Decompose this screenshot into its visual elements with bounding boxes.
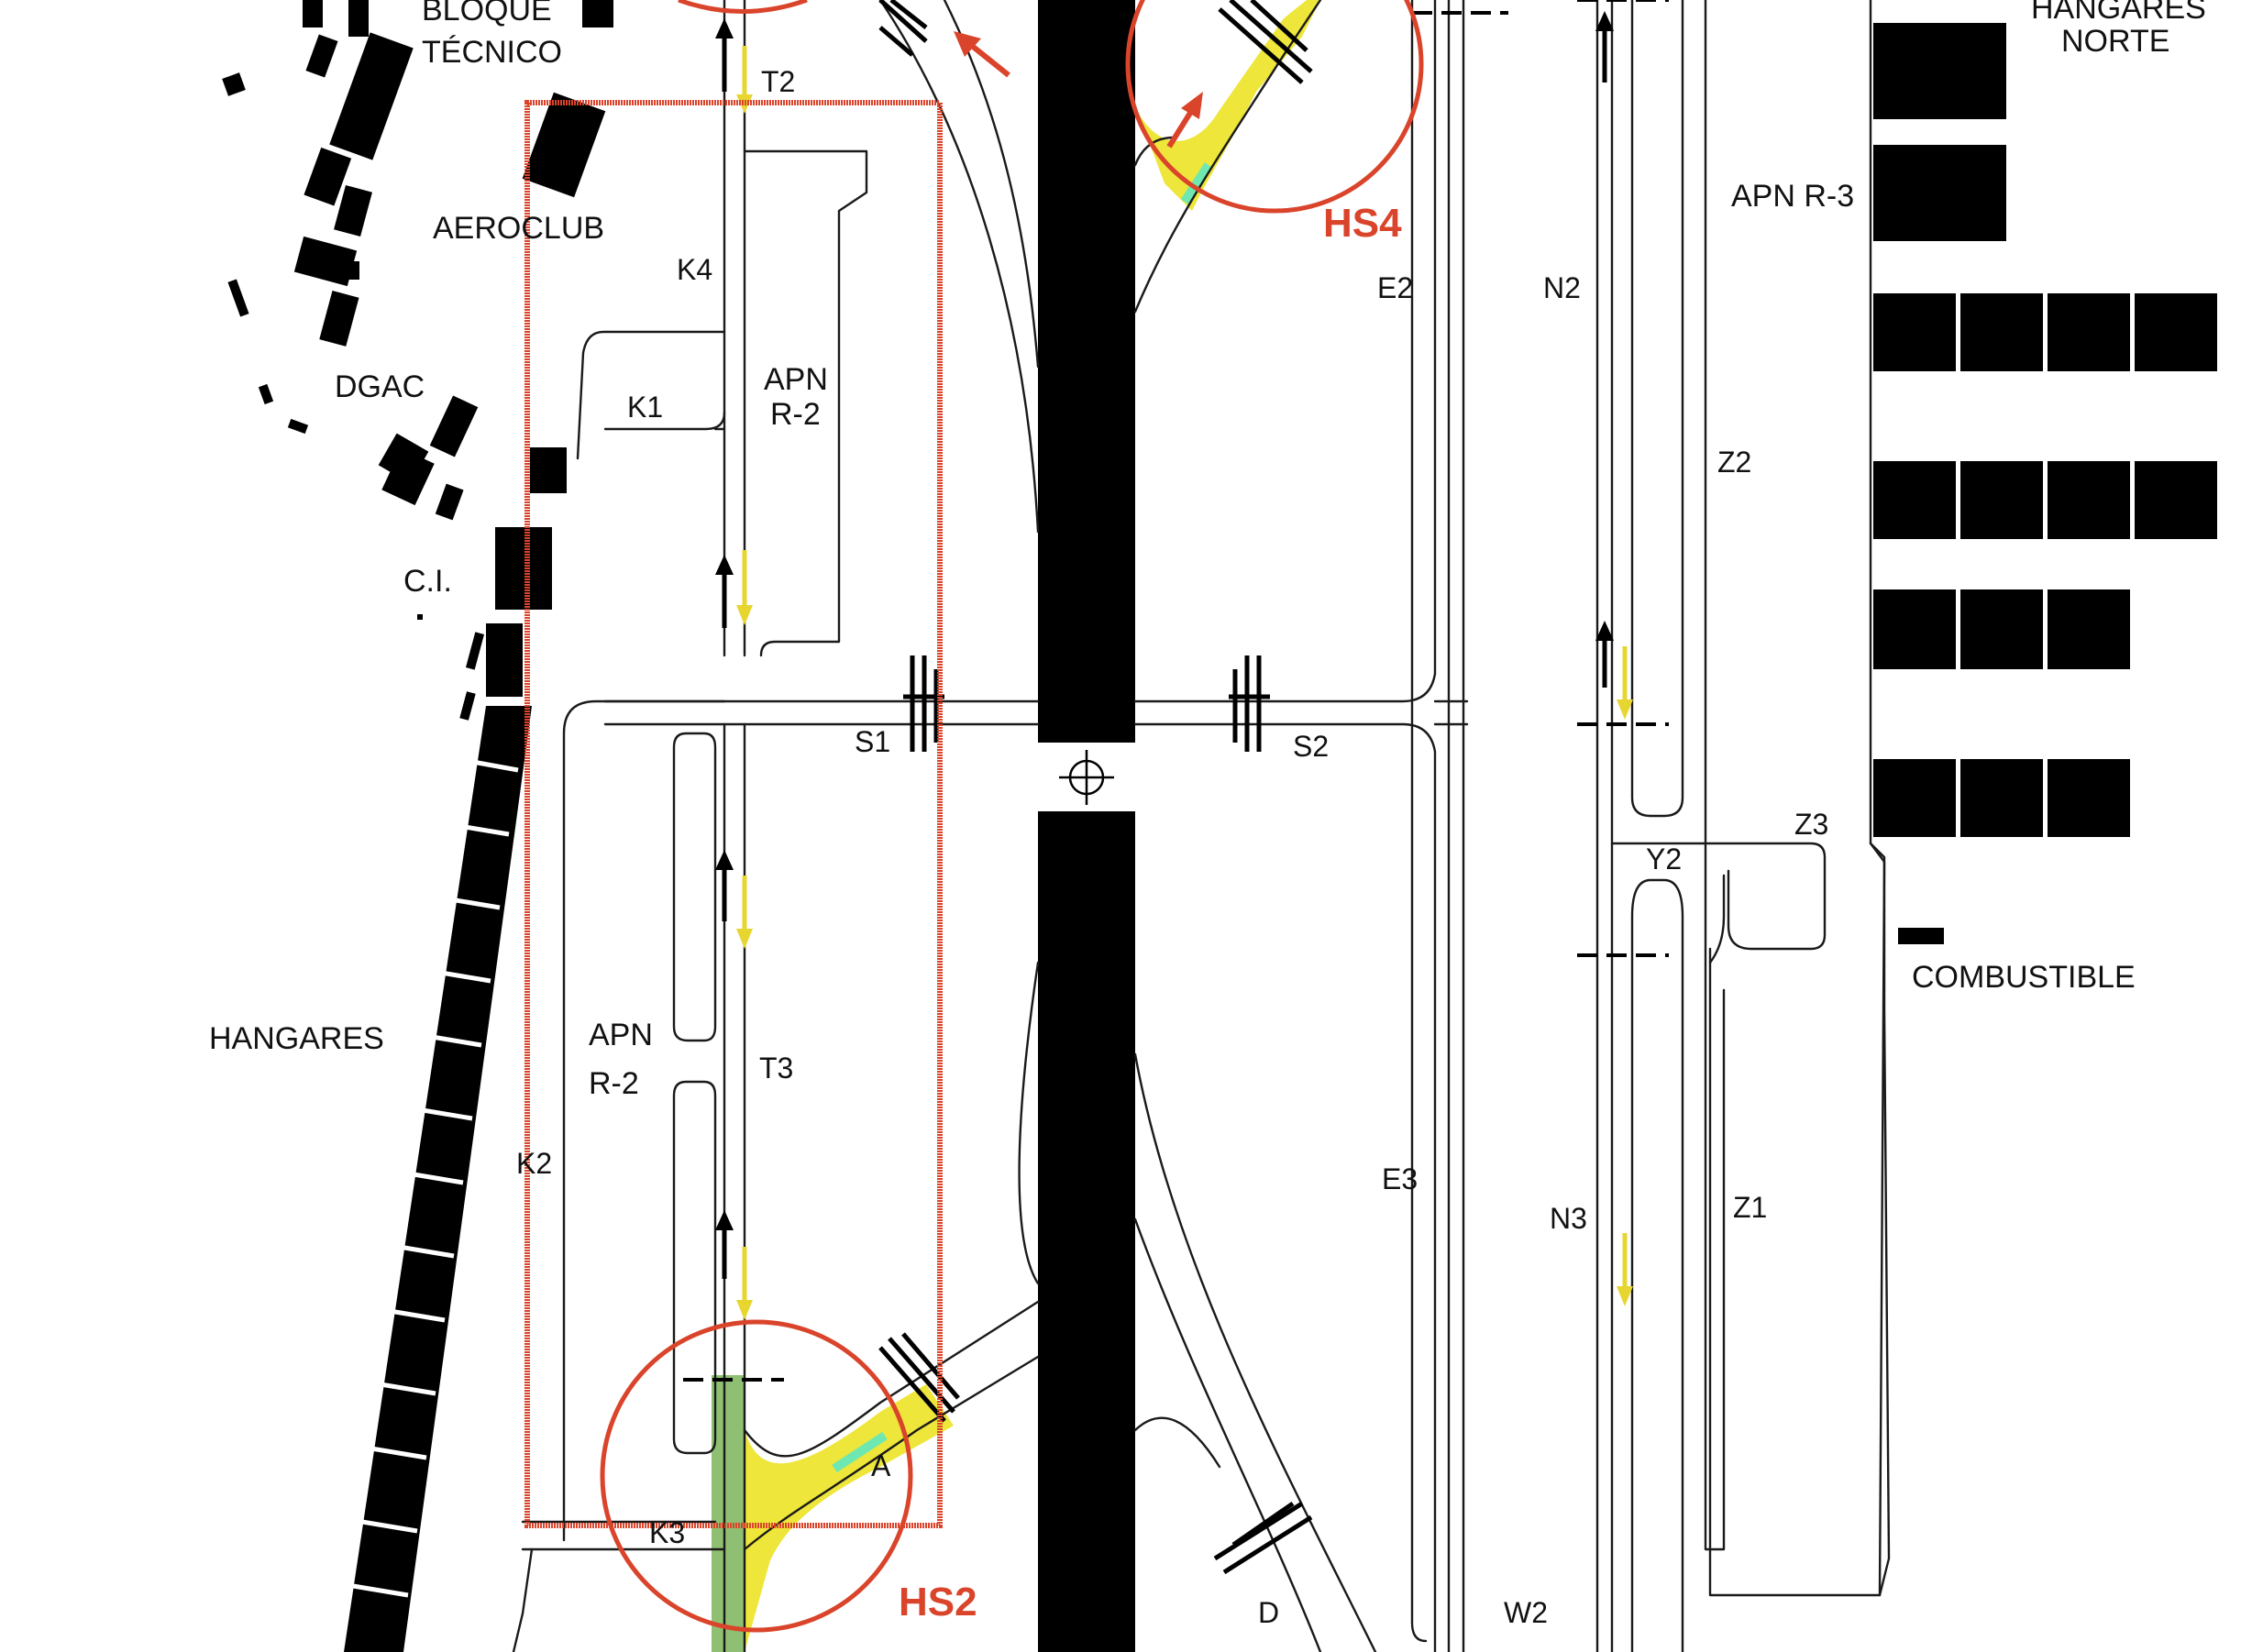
runway [1038,0,1135,1652]
hotspot-labels: HS2 HS4 [899,201,1402,1624]
label-apn-r2-top-1: APN [764,362,828,397]
stop-bars [683,0,1669,1575]
direction-arrow-icon [715,18,734,92]
label-bloque: BLOQUE [422,0,552,28]
label-apn-r3: APN R-3 [1731,179,1854,214]
hotspot-arc-top [678,0,808,14]
direction-arrow-icon [736,550,753,625]
green-highlight [712,1375,745,1652]
direction-arrow-icon [736,876,753,949]
label-apn-r2-top-2: R-2 [770,397,821,432]
taxiway-labels: T2 K4 K1 S1 S2 T3 K2 K3 A D W2 E2 E3 N2 … [516,65,1828,1629]
taxiway-n3: N3 [1550,1202,1587,1235]
place-labels: BLOQUE TÉCNICO HANGARES NORTE AEROCLUB D… [209,0,2206,1101]
taxiway-z3: Z3 [1794,808,1828,841]
direction-arrow-icon [1595,621,1614,688]
direction-arrow-icon [736,1247,753,1320]
runway-strip-bottom [1038,811,1135,1652]
label-tecnico: TÉCNICO [422,35,562,70]
direction-arrows [715,11,1633,1320]
stop-bar-icon [1218,0,1313,84]
stop-bar-icon [1229,655,1270,752]
taxiway-t2: T2 [761,65,795,98]
taxiway-k2: K2 [516,1147,552,1180]
taxiway-a: A [871,1449,891,1482]
stop-bar-icon [878,1332,960,1423]
stop-bar-icon [878,0,928,57]
hotspot-circle-hs2 [600,1319,913,1633]
label-hangares-norte-2: NORTE [2061,24,2169,59]
direction-arrow-icon [1617,1233,1633,1306]
runway-strip-top [1038,0,1135,743]
direction-arrow-icon [715,850,734,921]
hotspot-label-hs4: HS4 [1323,201,1402,246]
yellow-highlight-hs2 [745,1384,954,1652]
direction-arrow-icon [715,1210,734,1279]
label-ci: C.I. [403,564,452,599]
taxiway-e2: E2 [1377,271,1413,304]
mint-mark-hs2 [832,1431,888,1473]
label-aeroclub: AEROCLUB [433,211,604,246]
label-combustible: COMBUSTIBLE [1912,960,2136,995]
mint-mark-hs4 [1180,162,1213,204]
hangar-gaps [352,758,519,1598]
taxiway-y2: Y2 [1646,843,1682,876]
direction-arrow-icon [954,31,1010,78]
highlight-areas [712,0,1320,1652]
crosshair-icon [1059,750,1114,805]
direction-arrow-icon [1595,11,1614,83]
taxiway-d: D [1258,1596,1279,1629]
label-hangares: HANGARES [209,1021,384,1056]
taxiway-s1: S1 [855,725,890,758]
taxiway-w2: W2 [1504,1596,1548,1629]
hotspot-circle-hs4 [1125,0,1424,214]
direction-arrow-icon [1166,92,1203,149]
taxiway-z2: Z2 [1717,446,1751,479]
yellow-highlight-hs4 [1137,0,1320,211]
label-apn-r2-bottom-2: R-2 [589,1066,639,1101]
taxiway-s2: S2 [1293,730,1329,763]
taxiway-k1: K1 [627,391,663,424]
direction-arrow-icon [715,555,734,628]
taxiway-k4: K4 [677,253,712,286]
hotspot-label-hs2: HS2 [899,1580,977,1624]
hotspot-area-rectangle [524,100,943,1528]
label-dgac: DGAC [335,369,425,404]
taxiway-t3: T3 [759,1052,793,1085]
stop-bar-icon [1213,1501,1313,1575]
taxiway-z1: Z1 [1733,1191,1767,1224]
hangares-norte-blocks [1873,23,2217,944]
label-hangares-norte-1: HANGARES [2031,0,2206,26]
hotspot-markings [524,0,1424,1633]
taxiway-network [512,0,1891,1652]
label-apn-r2-bottom-1: APN [589,1018,653,1052]
direction-arrow-icon [1617,646,1633,720]
taxiway-n2: N2 [1543,271,1581,304]
buildings [222,0,613,1652]
taxiway-k3: K3 [649,1516,685,1549]
taxiway-e3: E3 [1382,1162,1418,1195]
